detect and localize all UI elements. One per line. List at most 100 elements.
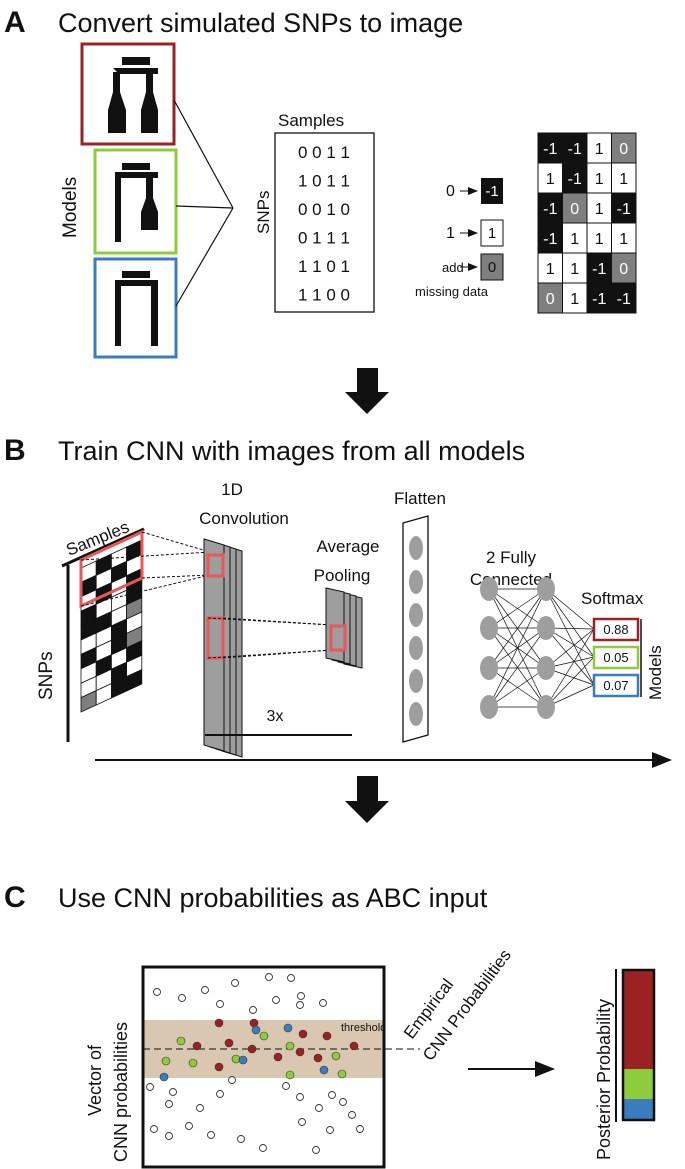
conv-label-2: Convolution (199, 509, 289, 528)
missing-data-label: missing data (415, 284, 489, 299)
flatten-node (409, 603, 423, 627)
repeat-label: 3x (267, 708, 284, 725)
image-cell-value: 1 (546, 261, 555, 278)
model-connector-lines (173, 99, 234, 307)
rejected-point (297, 992, 305, 1000)
softmax-label: Softmax (581, 589, 644, 608)
fc-node (537, 656, 555, 680)
image-cell-value: -1 (592, 291, 606, 308)
accepted-point-green (161, 1056, 171, 1066)
fc-node (537, 695, 555, 719)
fully-connected-network (480, 577, 595, 719)
model-box-red (80, 42, 176, 146)
image-cell-value: 1 (595, 201, 604, 218)
conv-feature-window-1 (206, 553, 225, 578)
accepted-point-blue (319, 1065, 329, 1075)
rejected-point (178, 994, 186, 1002)
section-c-letter: C (4, 881, 26, 914)
image-cell (611, 132, 637, 164)
image-cell-value: 1 (570, 291, 579, 308)
legend-add-label: add (442, 260, 464, 275)
fc-label-1: 2 Fully (486, 548, 537, 567)
accepted-point-red (214, 1062, 224, 1072)
legend-gray-value: 0 (488, 259, 496, 276)
image-cell (562, 282, 588, 314)
image-cell (611, 162, 637, 194)
accepted-point-red (214, 1018, 224, 1028)
accepted-point-red (273, 1052, 283, 1062)
fc-node (537, 577, 555, 601)
output-red-box (592, 617, 640, 642)
rejected-point (339, 1098, 347, 1106)
output-blue-value: 0.07 (603, 678, 628, 693)
image-cell-value: 1 (595, 141, 604, 158)
output-green-value: 0.05 (603, 650, 628, 665)
image-cell-value: -1 (592, 261, 606, 278)
image-cell-value: 0 (570, 201, 579, 218)
legend-black-cell (481, 178, 503, 204)
image-cell-value: -1 (617, 201, 631, 218)
rejected-point (165, 1100, 173, 1108)
threshold-label: threshold (341, 1022, 386, 1034)
image-cell-value: -1 (617, 291, 631, 308)
output-blue-box (592, 673, 640, 698)
image-cell (537, 132, 563, 164)
image-cell-value: 1 (546, 171, 555, 188)
rejected-point (237, 1135, 245, 1143)
section-a-title: Convert simulated SNPs to image (58, 8, 463, 38)
models-label: Models (60, 177, 81, 238)
image-cell-value: -1 (568, 171, 582, 188)
image-cell (611, 282, 637, 314)
image-cell (586, 132, 612, 164)
rejected-point (312, 1146, 320, 1154)
image-cell (562, 252, 588, 284)
rejected-point (231, 979, 239, 987)
accepted-point-green (285, 1041, 295, 1051)
model-box-blue (93, 257, 178, 359)
rejected-point (196, 1104, 204, 1112)
flatten-node (409, 702, 423, 726)
image-cell-value: 0 (619, 261, 628, 278)
section-b-letter: B (4, 434, 26, 467)
accepted-point-green (337, 1069, 347, 1079)
pool-label-2: Pooling (314, 566, 371, 585)
input-cell (126, 668, 143, 692)
pool-connectors (207, 617, 333, 659)
rejected-point (319, 999, 327, 1007)
rejected-point (216, 1000, 224, 1008)
rejected-point (249, 1006, 257, 1014)
accepted-point-blue (159, 1072, 169, 1082)
accepted-point-blue (283, 1023, 293, 1033)
accepted-point-blue (238, 1055, 248, 1065)
models-label-b: Models (646, 645, 665, 700)
fc-connection (488, 667, 547, 708)
image-cell-value: 1 (619, 171, 628, 188)
snp-matrix-box (274, 132, 375, 313)
rejected-point (169, 1088, 177, 1096)
accepted-point-red (313, 1053, 323, 1063)
rejected-point (326, 1126, 334, 1134)
accepted-point-red (349, 1041, 359, 1051)
samples-bar (61, 527, 145, 568)
accepted-point-red (247, 1044, 257, 1054)
rejected-point (165, 1132, 173, 1140)
rejected-point (146, 1083, 154, 1091)
fc-connection (545, 628, 595, 708)
fc-connection (545, 628, 595, 669)
output-red-value: 0.88 (603, 622, 628, 637)
accepted-point-red (295, 1047, 305, 1057)
legend-white-cell (480, 219, 504, 247)
posterior-segment-blue (623, 1099, 654, 1120)
rejected-point (265, 973, 273, 981)
snps-label: SNPs (254, 191, 273, 234)
pool-label-1: Average (316, 537, 379, 556)
accepted-point-green (188, 1058, 198, 1068)
matrix-row: 1 0 1 1 (298, 172, 350, 191)
matrix-row: 0 0 1 0 (298, 200, 350, 219)
fc-node (480, 577, 498, 601)
image-cell-value: -1 (568, 141, 582, 158)
accepted-point-red (192, 1041, 202, 1051)
accepted-point-green (176, 1036, 186, 1046)
image-cell-value: -1 (543, 231, 557, 248)
legend-black-value: -1 (485, 183, 498, 200)
